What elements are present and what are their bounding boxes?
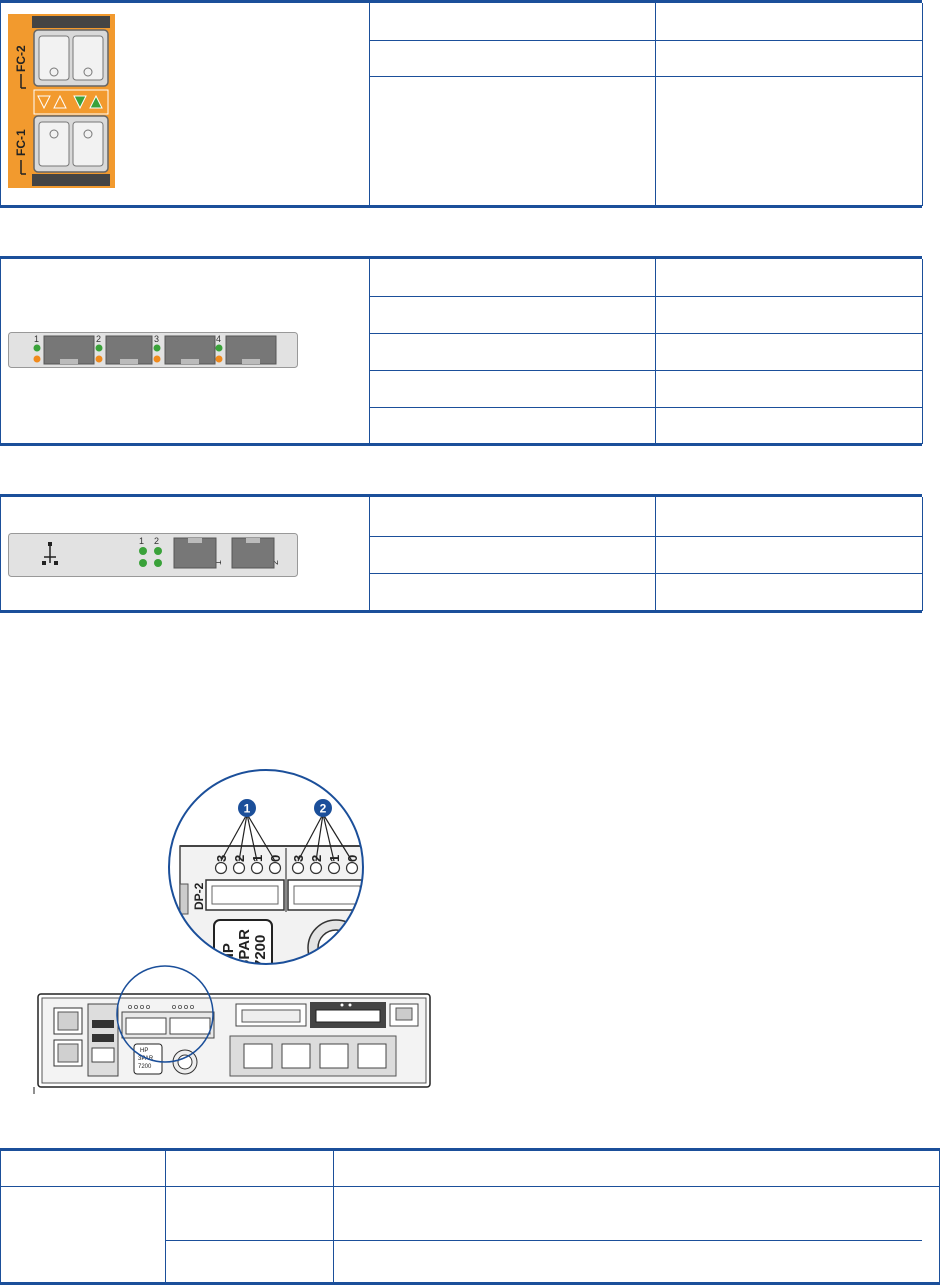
table-cell <box>655 407 923 444</box>
table-cell <box>369 573 656 611</box>
led-icon <box>33 344 223 363</box>
table-cell <box>655 573 923 611</box>
dp1-led-1-label: 1 <box>327 855 342 862</box>
callout-1-label: 1 <box>244 802 251 816</box>
fc-1-label: FC-1 <box>14 129 28 156</box>
dp2-led-1-label: 1 <box>250 855 265 862</box>
dp2-label: DP-2 <box>192 882 206 910</box>
table-cell <box>369 536 656 574</box>
controller-node-diagram: HP 3PAR 7200 3 2 <box>33 769 431 1094</box>
table-cell <box>655 3 923 41</box>
table-cell <box>655 76 923 206</box>
dp1-label: DP-1 <box>369 882 383 910</box>
table-cell <box>655 370 923 408</box>
magnify-circle-icon: 3 2 1 0 3 2 1 0 DP-2 DP-1 HP <box>168 769 383 968</box>
table-cell <box>369 40 656 77</box>
table-cell <box>655 296 923 334</box>
brand-small-hp: HP <box>140 1048 148 1054</box>
table-cell <box>655 536 923 574</box>
dp2-led-0-label: 0 <box>268 855 283 862</box>
sfp-4port-icon: 1 2 3 4 <box>8 332 298 368</box>
table-cell <box>655 497 923 537</box>
fc-ports-table <box>0 3 923 206</box>
port-1-label: 1 <box>213 560 223 565</box>
dp1-led-3-label: 3 <box>291 855 306 862</box>
table-cell <box>369 370 656 408</box>
brand-3par: 3PAR <box>236 929 253 968</box>
callout-1: 1 <box>220 799 276 862</box>
ethernet-2port-table <box>0 497 923 611</box>
callout-2: 2 <box>297 799 353 862</box>
dp1-led-0-label: 0 <box>345 855 360 862</box>
port-1-label: 1 <box>34 334 39 344</box>
led-icon <box>139 547 162 567</box>
table-cell <box>655 259 923 297</box>
ethernet-2port-icon: 1 2 1 2 <box>8 533 298 577</box>
table-cell <box>369 407 656 444</box>
table-cell <box>655 40 923 77</box>
port-3-label: 3 <box>154 334 159 344</box>
ethernet-symbol-icon <box>42 542 58 565</box>
brand-7200: 7200 <box>252 935 269 968</box>
table-cell <box>369 3 656 41</box>
callout-2-label: 2 <box>320 802 327 816</box>
port-2-label: 2 <box>270 560 280 565</box>
table-cell <box>369 76 656 206</box>
port-1-label: 1 <box>139 536 144 546</box>
brand-small-3par: 3PAR <box>138 1056 154 1062</box>
table-cell <box>369 259 656 297</box>
fc-2-label: FC-2 <box>14 45 28 72</box>
table-cell <box>655 333 923 371</box>
brand-small-7200: 7200 <box>138 1064 152 1070</box>
table-cell <box>369 296 656 334</box>
dp2-led-3-label: 3 <box>214 855 229 862</box>
table-cell <box>369 333 656 371</box>
port-2-label: 2 <box>96 334 101 344</box>
legend-table <box>0 1148 940 1286</box>
port-4-label: 4 <box>216 334 221 344</box>
fc-port-icon: FC-2 FC-1 <box>8 14 115 188</box>
port-2-label: 2 <box>154 536 159 546</box>
table-cell <box>369 497 656 537</box>
